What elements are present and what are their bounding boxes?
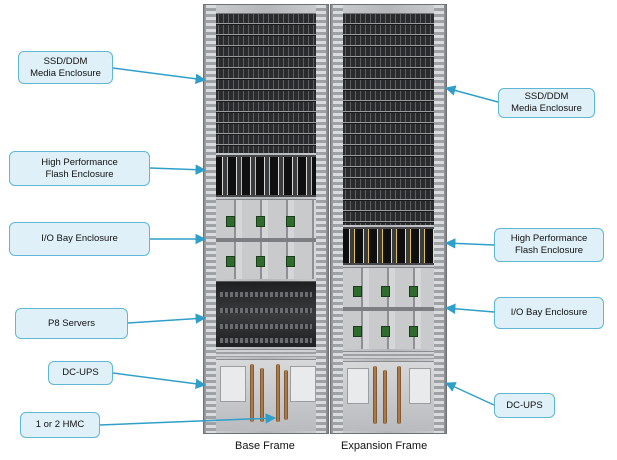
arrow-base-ups: [112, 372, 207, 389]
io-bay-enclosure: [343, 267, 434, 349]
callout-base-hpfe: High Performance Flash Enclosure: [9, 151, 150, 186]
vent-panel: [343, 351, 434, 359]
high-performance-flash-enclosure: [216, 155, 316, 197]
expansion-frame-rack: [330, 4, 447, 434]
callout-base-io-bay: I/O Bay Enclosure: [9, 222, 150, 256]
ssd-ddm-media-enclosure: [343, 13, 434, 225]
arrow-exp-hpfe: [444, 238, 495, 249]
arrow-base-p8: [127, 313, 207, 324]
arrow-exp-io: [444, 303, 495, 315]
label-base-frame: Base Frame: [235, 440, 295, 452]
p8-servers: [216, 281, 316, 347]
rack-rail: [206, 5, 216, 433]
rack-rail: [333, 5, 343, 433]
rack-rail: [316, 5, 326, 433]
arrow-base-hpfe: [149, 164, 207, 175]
ssd-ddm-media-enclosure: [216, 13, 316, 153]
io-bay-enclosure: [216, 199, 316, 279]
callout-exp-hpfe: High Performance Flash Enclosure: [494, 228, 604, 262]
arrow-base-ssd: [112, 67, 207, 84]
high-performance-flash-enclosure: [343, 227, 434, 265]
rack-rail: [434, 5, 444, 433]
callout-exp-dc-ups: DC-UPS: [494, 393, 555, 418]
callout-base-p8-servers: P8 Servers: [15, 308, 128, 339]
callout-base-dc-ups: DC-UPS: [48, 361, 113, 385]
vent-panel: [216, 349, 316, 357]
callout-base-ssd-ddm: SSD/DDM Media Enclosure: [18, 51, 113, 84]
callout-exp-ssd-ddm: SSD/DDM Media Enclosure: [498, 88, 595, 118]
callout-exp-io-bay: I/O Bay Enclosure: [494, 297, 604, 329]
label-expansion-frame: Expansion Frame: [341, 440, 428, 452]
dc-ups: [343, 361, 434, 431]
arrow-exp-ups: [445, 382, 495, 406]
arrow-exp-ssd: [444, 85, 499, 103]
callout-base-hmc: 1 or 2 HMC: [20, 412, 100, 438]
arrow-base-hmc: [99, 413, 277, 426]
base-frame-rack: [203, 4, 329, 434]
